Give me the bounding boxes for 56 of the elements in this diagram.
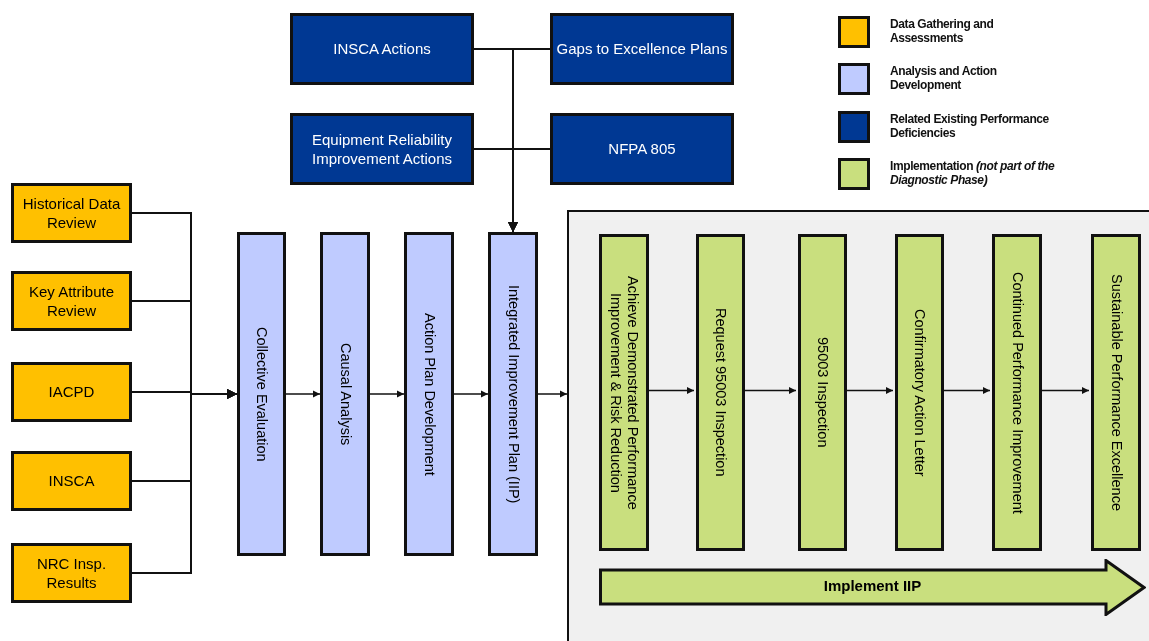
node-label: INSCA Actions	[332, 39, 432, 59]
node-label: NRC Insp. Results	[35, 553, 108, 593]
process-box	[550, 113, 734, 185]
node-label: Historical Data Review	[21, 193, 122, 233]
arrow	[646, 386, 695, 395]
node-label: Integrated Improvement Plan (IIP)	[504, 284, 523, 504]
block-arrow	[599, 559, 1146, 616]
node-label: Key Attribute Review	[27, 281, 116, 321]
arrow	[369, 390, 405, 398]
process-bar	[237, 232, 286, 556]
process-bar	[1091, 234, 1141, 551]
process-box	[11, 451, 132, 511]
node-label: Continued Performance Improvement	[1008, 271, 1027, 514]
process-box	[550, 13, 734, 85]
arrow	[941, 386, 991, 395]
arrow	[131, 389, 238, 574]
process-bar	[992, 234, 1042, 551]
arrow	[537, 390, 568, 398]
process-bar	[404, 232, 454, 556]
process-bar	[488, 232, 538, 556]
arrow	[508, 148, 551, 233]
arrow	[1039, 386, 1090, 395]
process-box	[290, 113, 474, 185]
process-box	[11, 271, 132, 331]
process-bar	[696, 234, 745, 551]
arrow	[742, 386, 797, 395]
node-label: IACPD	[47, 382, 96, 402]
arrow	[453, 390, 489, 398]
process-bar	[320, 232, 370, 556]
process-bar	[895, 234, 944, 551]
phase-panel	[567, 210, 1149, 641]
node-label: Sustainable Performance Excellence	[1107, 274, 1126, 511]
process-bar	[798, 234, 847, 551]
node-label: Request 95003 Inspection	[712, 308, 731, 477]
node-label: Gaps to Excellence Plans	[555, 39, 729, 59]
legend-label: Analysis and Action Development	[890, 64, 998, 93]
node-label: 95003 Inspection	[814, 337, 833, 448]
process-bar	[599, 234, 649, 551]
process-box	[11, 362, 132, 422]
process-box	[290, 13, 474, 85]
node-label: Implement IIP	[823, 576, 922, 596]
process-box	[11, 543, 132, 603]
node-label: NFPA 805	[607, 139, 677, 159]
node-label: INSCA	[47, 471, 96, 491]
legend-label: Implementation (not part of the Diagnostic Phase)	[890, 159, 1055, 188]
node-label: Causal Analysis	[336, 342, 355, 446]
arrow	[285, 390, 321, 398]
node-label: Equipment Reliability Improvement Actions	[310, 129, 454, 169]
arrow	[844, 386, 894, 395]
node-label: Collective Evaluation	[253, 326, 272, 462]
node-label: Achieve Demonstrated Performance Improvement & Risk Reduction	[607, 274, 643, 512]
legend-label: Related Existing Performance Deficiencies	[890, 112, 1050, 141]
node-label: Action Plan Development	[420, 312, 439, 476]
legend-label: Data Gathering and Assessments	[890, 17, 995, 46]
process-box	[11, 183, 132, 243]
node-label: Confirmatory Action Letter	[911, 308, 930, 477]
